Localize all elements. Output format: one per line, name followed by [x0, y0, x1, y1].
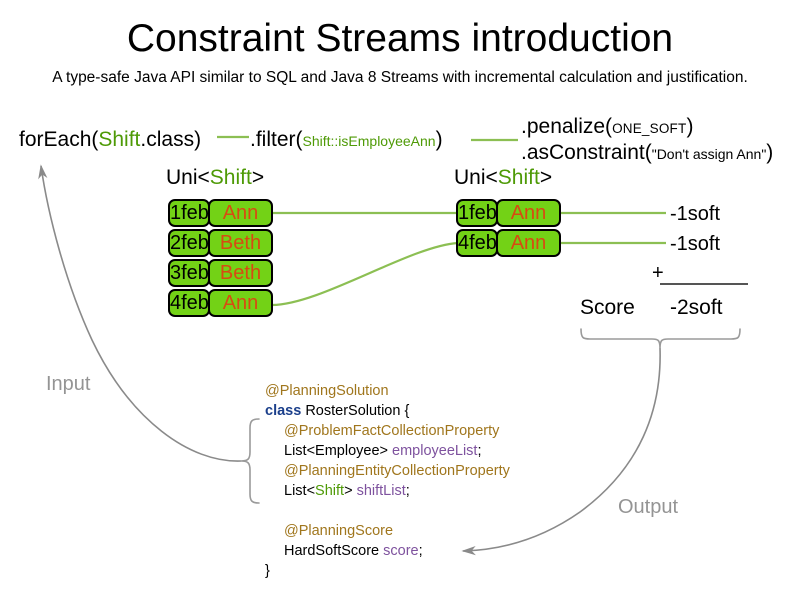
shift-employee-cell: Ann — [208, 199, 273, 227]
shift-date-cell: 4feb — [168, 289, 210, 317]
code-token: score — [383, 543, 419, 559]
right-label-suffix: > — [539, 166, 553, 189]
code-token: ; — [405, 483, 410, 499]
code-token: } — [265, 563, 270, 579]
score-brace — [580, 328, 741, 349]
code-token: ; — [477, 443, 482, 459]
code-line: class RosterSolution { — [265, 401, 510, 421]
as-constraint-suffix: ) — [766, 141, 774, 164]
code-token: @PlanningScore — [284, 523, 394, 539]
code-line — [265, 501, 510, 521]
foreach-type: Shift — [98, 128, 141, 151]
code-token: class — [265, 403, 302, 419]
penalize-prefix: .penalize( — [521, 115, 613, 138]
stream-line-4feb — [271, 241, 459, 307]
shift-employee-cell: Beth — [208, 229, 273, 257]
shift-date-cell: 3feb — [168, 259, 210, 287]
filter-prefix: .filter( — [250, 128, 303, 151]
code-token: RosterSolution { — [301, 403, 410, 419]
penalize-suffix: ) — [686, 115, 694, 138]
shift-date-cell: 4feb — [456, 229, 498, 257]
code-brace — [240, 418, 260, 504]
shift-employee-cell: Ann — [496, 229, 561, 257]
filter-arg: Shift::isEmployeeAnn — [302, 133, 436, 149]
code-token: List<Employee> — [284, 443, 393, 459]
code-token: shiftList — [356, 483, 406, 499]
penalty-value-1: -1soft — [670, 203, 721, 225]
output-label: Output — [618, 496, 679, 518]
score-total: -2soft — [670, 296, 723, 319]
sum-operator: + — [652, 262, 664, 284]
code-token: List< — [284, 483, 316, 499]
left-label-suffix: > — [251, 166, 265, 189]
shift-employee-cell: Ann — [208, 289, 273, 317]
as-constraint-arg: "Don't assign Ann" — [651, 146, 767, 162]
right-stream-label: Uni<Shift> — [454, 165, 552, 190]
left-stream-label: Uni<Shift> — [166, 165, 264, 190]
code-line: @PlanningEntityCollectionProperty — [265, 461, 510, 481]
shift-date-cell: 2feb — [168, 229, 210, 257]
code-token: Shift — [315, 483, 345, 499]
penalty-value-2: -1soft — [670, 233, 721, 255]
as-constraint-expression: .asConstraint("Don't assign Ann") — [521, 140, 773, 167]
code-line: @PlanningScore — [265, 521, 510, 541]
penalize-arg: ONE_SOFT — [612, 121, 687, 136]
code-token: @ProblemFactCollectionProperty — [284, 423, 500, 439]
code-line: List<Employee> employeeList; — [265, 441, 510, 461]
score-label: Score — [580, 296, 635, 319]
page-subtitle: A type-safe Java API similar to SQL and … — [52, 69, 748, 86]
shift-date-cell: 1feb — [456, 199, 498, 227]
code-token: > — [344, 483, 357, 499]
penalize-expression: .penalize(ONE_SOFT) — [521, 114, 693, 142]
shift-employee-cell: Beth — [208, 259, 273, 287]
filter-suffix: ) — [435, 128, 443, 151]
as-constraint-prefix: .asConstraint( — [521, 141, 652, 164]
code-line: @ProblemFactCollectionProperty — [265, 421, 510, 441]
shift-date-cell: 1feb — [168, 199, 210, 227]
code-token: @PlanningEntityCollectionProperty — [284, 463, 510, 479]
code-token — [265, 503, 269, 519]
code-line: List<Shift> shiftList; — [265, 481, 510, 501]
page-title: Constraint Streams introduction — [126, 17, 674, 60]
input-label: Input — [46, 373, 91, 395]
code-token: ; — [418, 543, 423, 559]
right-label-prefix: Uni< — [454, 166, 498, 189]
shift-employee-cell: Ann — [496, 199, 561, 227]
code-line: } — [265, 561, 510, 581]
code-block: @PlanningSolution class RosterSolution { @… — [265, 381, 510, 581]
code-token: HardSoftScore — [284, 543, 384, 559]
foreach-expression: forEach(Shift.class) — [19, 127, 201, 153]
foreach-prefix: forEach( — [19, 128, 99, 151]
right-label-type: Shift — [497, 166, 540, 189]
foreach-suffix: .class) — [140, 128, 202, 151]
left-label-prefix: Uni< — [166, 166, 210, 189]
code-token: employeeList — [392, 443, 478, 459]
left-label-type: Shift — [209, 166, 252, 189]
code-line: HardSoftScore score; — [265, 541, 510, 561]
code-token: @PlanningSolution — [265, 383, 389, 399]
code-line: @PlanningSolution — [265, 381, 510, 401]
filter-expression: .filter(Shift::isEmployeeAnn) — [250, 127, 443, 154]
